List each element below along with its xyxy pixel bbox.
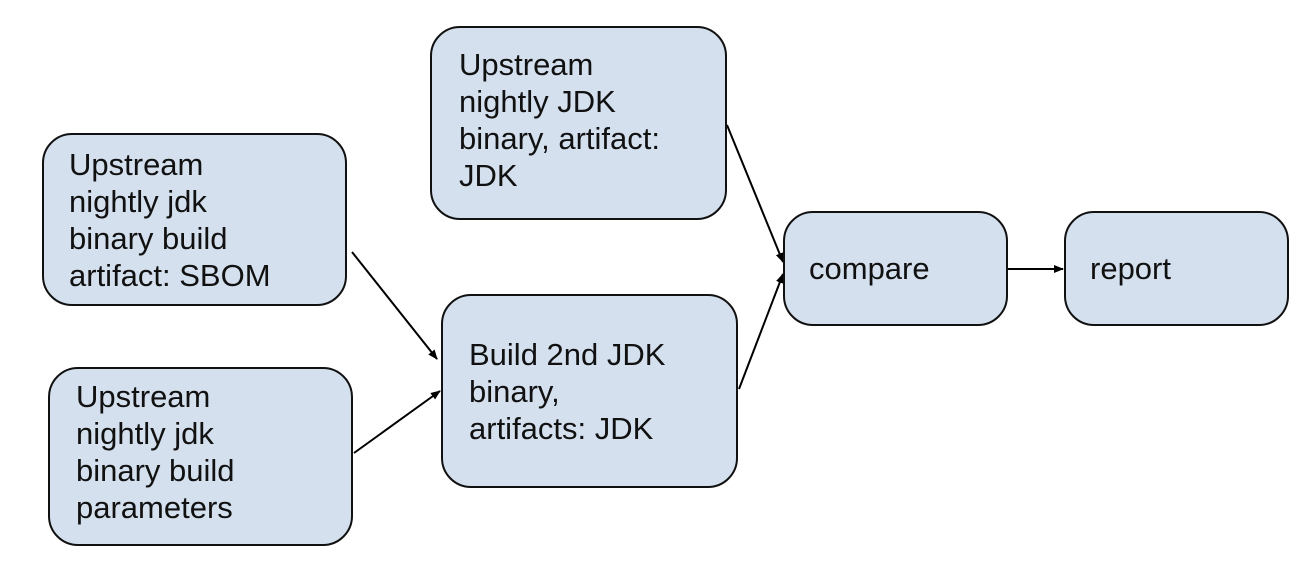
node-text-line: artifacts: JDK xyxy=(469,411,654,446)
node-text-line: nightly jdk xyxy=(76,416,214,451)
node-text-line: binary, xyxy=(469,374,560,409)
edge-sbom-to-build xyxy=(351,251,438,360)
edge-params-to-build xyxy=(353,390,441,454)
node-text-line: binary build xyxy=(76,453,235,488)
edge-nightly-to-compare xyxy=(726,124,784,263)
node-text-line: nightly jdk xyxy=(69,184,207,219)
node-nightly-jdk-artifact: Upstream nightly JDK binary, artifact: J… xyxy=(430,26,727,220)
node-text-line: Build 2nd JDK xyxy=(469,337,666,372)
node-text-line: compare xyxy=(809,251,930,286)
node-text-line: Upstream xyxy=(76,379,211,414)
node-text-line: artifact: SBOM xyxy=(69,258,271,293)
node-text-line: Upstream xyxy=(69,147,204,182)
node-text-line: binary build xyxy=(69,221,228,256)
node-text-line: report xyxy=(1090,251,1171,286)
node-text-line: nightly JDK xyxy=(459,84,616,119)
node-text-line: parameters xyxy=(76,490,233,525)
node-text-line: JDK xyxy=(459,158,518,193)
edge-build-to-compare xyxy=(738,273,784,390)
node-build-second-jdk: Build 2nd JDK binary, artifacts: JDK xyxy=(441,294,738,488)
node-build-parameters: Upstream nightly jdk binary build parame… xyxy=(48,367,353,546)
node-report: report xyxy=(1064,211,1289,326)
node-text-line: Upstream xyxy=(459,47,594,82)
node-text-line: binary, artifact: xyxy=(459,121,661,156)
node-sbom-artifact: Upstream nightly jdk binary build artifa… xyxy=(42,133,347,306)
node-compare: compare xyxy=(783,211,1008,326)
